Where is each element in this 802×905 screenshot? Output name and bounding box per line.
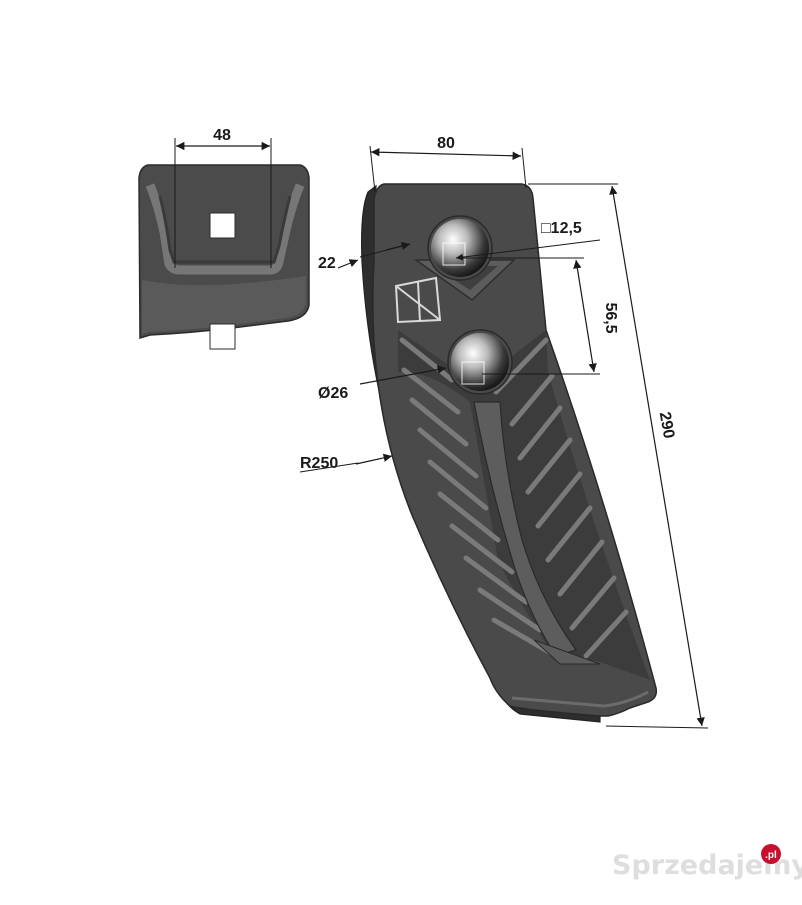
dim-label-blade-width: 80 <box>437 135 455 152</box>
dim-label-hole-spacing: 56,5 <box>602 302 619 333</box>
side-view-inner-channel <box>145 183 305 275</box>
dim-line-hole-spacing <box>573 259 597 373</box>
side-view: 48 <box>138 127 310 350</box>
leader-radius <box>355 453 393 465</box>
leader-round-hole <box>359 365 447 385</box>
dim-label-round-hole: Ø26 <box>318 385 348 402</box>
side-view-square-hole <box>209 212 236 239</box>
right-ribs <box>493 337 629 659</box>
blade-view: 80 22 □12,5 56,5 Ø26 R250 290 <box>299 135 709 729</box>
dim-label-edge-offset: 22 <box>318 255 336 272</box>
lower-bolt <box>447 329 513 395</box>
chevron-hollow <box>398 330 650 680</box>
spine-arrow-tip <box>533 639 601 665</box>
watermark-badge-text: .pl <box>765 850 777 861</box>
dim-line-length <box>609 185 705 727</box>
dim-label-top-width: 48 <box>213 127 231 144</box>
dim-label-square-hole: □12,5 <box>541 220 582 237</box>
leader-square-hole <box>455 239 601 261</box>
manufacturer-logo <box>394 276 442 324</box>
side-view-lower-shade <box>142 276 306 334</box>
upper-bolt <box>427 215 493 281</box>
dim-label-length: 290 <box>656 411 677 440</box>
central-spine <box>473 401 577 657</box>
dim-label-radius: R250 <box>300 455 338 472</box>
watermark: Sprzedajemy .pl <box>612 844 802 881</box>
side-view-inner-groove <box>158 195 292 264</box>
dim-line-blade-width <box>370 148 522 160</box>
side-view-lower-square <box>209 323 236 350</box>
watermark-badge <box>761 844 781 864</box>
